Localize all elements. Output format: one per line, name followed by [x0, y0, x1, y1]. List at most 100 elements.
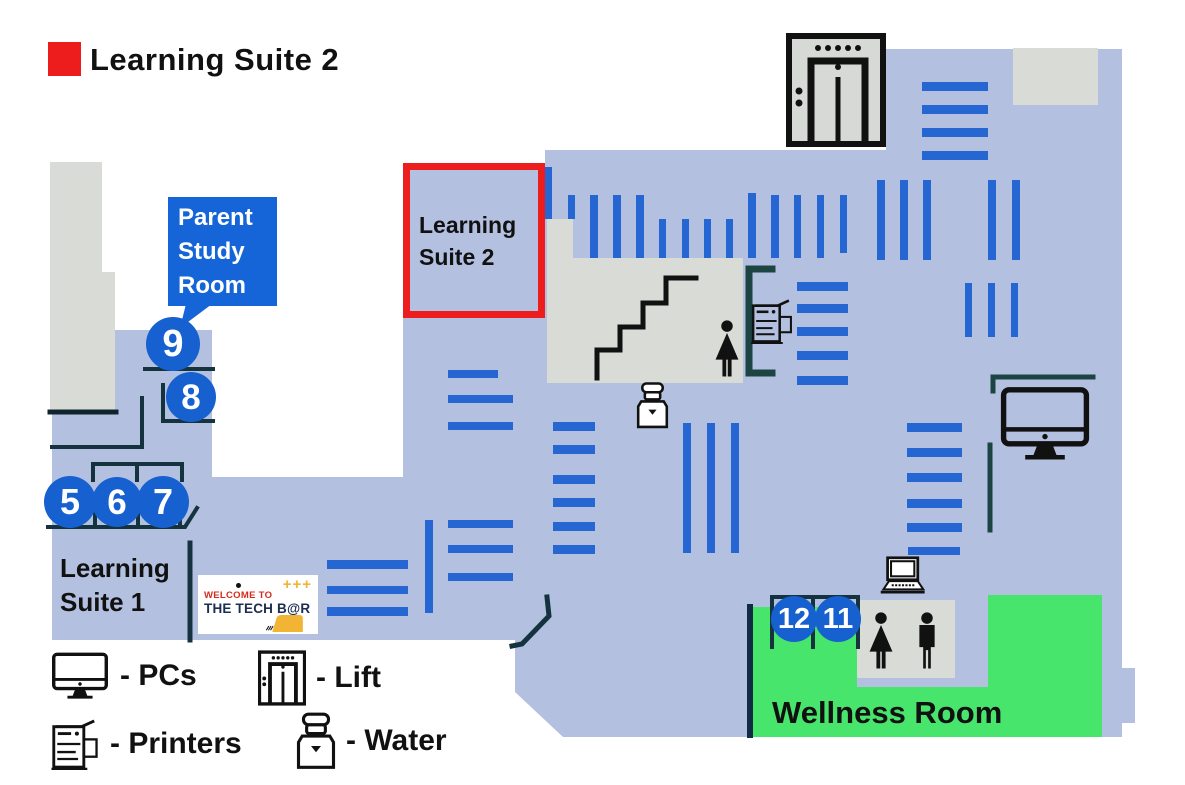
shelf-stripe — [922, 105, 988, 114]
shelf-stripe — [923, 180, 931, 260]
shelf-stripe — [448, 520, 513, 528]
room-marker-8: 8 — [166, 372, 216, 422]
shelf-stripe — [448, 422, 513, 430]
building-block — [50, 162, 102, 410]
room-marker-5: 5 — [44, 476, 96, 528]
shelf-stripe — [907, 448, 962, 457]
shelf-stripe — [1012, 180, 1020, 260]
techbar-dot — [236, 583, 241, 588]
room-marker-12: 12 — [771, 596, 817, 642]
shelf-stripe — [590, 195, 598, 258]
legend-label: - Printers — [110, 727, 242, 760]
shelf-stripe — [553, 422, 595, 431]
legend-label: - Water — [346, 724, 447, 757]
parent-study-room-callout: Parent Study Room — [168, 197, 277, 306]
shelf-stripe — [683, 423, 691, 553]
room-marker-7: 7 — [137, 476, 189, 528]
man-icon — [912, 612, 942, 670]
shelf-stripe — [659, 219, 666, 258]
page-title: Learning Suite 2 — [90, 42, 340, 77]
shelf-stripe — [704, 219, 711, 258]
shelf-stripe — [553, 545, 595, 554]
shelf-stripe — [907, 523, 962, 532]
shelf-stripe — [448, 370, 498, 378]
shelf-stripe — [988, 283, 995, 337]
shelf-stripe — [817, 195, 824, 258]
room-label: Learning — [60, 553, 170, 583]
shelf-stripe — [908, 547, 960, 555]
techbar-pluses: +++ — [282, 576, 312, 593]
legend-red-square — [48, 42, 81, 76]
shelf-stripe — [988, 180, 996, 260]
shelf-stripe — [613, 195, 621, 258]
techbar-welcome: WELCOME TO — [204, 590, 273, 601]
shelf-stripe — [922, 151, 988, 160]
room-label: Learning — [419, 211, 517, 238]
room-label: Room — [178, 271, 246, 299]
shelf-stripe — [1011, 283, 1018, 337]
shelf-stripe — [636, 195, 644, 258]
shelf-stripe — [544, 167, 552, 219]
legend-item-printers: - Printers — [48, 716, 242, 772]
learning-suite-2-highlight: Learning Suite 2 — [403, 163, 545, 318]
stairwell-area — [547, 219, 573, 383]
shelf-stripe — [965, 283, 972, 337]
shelf-stripe — [726, 219, 733, 258]
legend-label: - Lift — [316, 661, 381, 694]
toilet-area — [857, 600, 955, 678]
shelf-stripe — [327, 586, 408, 594]
shelf-stripe — [900, 180, 908, 260]
shelf-stripe — [797, 351, 848, 360]
shelf-stripe — [907, 423, 962, 432]
shelf-stripe — [425, 520, 433, 613]
legend-item-pcs: - PCs — [50, 652, 197, 700]
pc-icon — [1000, 386, 1090, 462]
shelf-stripe — [448, 395, 513, 403]
shelf-stripe — [553, 475, 595, 484]
learning-suite-1-label: Learning Suite 1 — [60, 551, 170, 619]
woman-icon — [710, 320, 744, 378]
shelf-stripe — [568, 195, 575, 219]
legend-item-lift: - Lift — [257, 650, 381, 706]
shelf-stripe — [922, 128, 988, 137]
pc-icon — [50, 652, 110, 700]
gray-room — [1013, 48, 1098, 105]
shelf-stripe — [553, 498, 595, 507]
shelf-stripe — [707, 423, 715, 553]
shelf-stripe — [448, 573, 513, 581]
shelf-stripe — [797, 327, 848, 336]
shelf-stripe — [922, 82, 988, 91]
techbar-hand-graphic — [265, 615, 303, 632]
shelf-stripe — [553, 445, 595, 454]
laptop-icon — [878, 556, 926, 598]
water-icon — [296, 712, 336, 770]
printer-icon — [48, 716, 100, 772]
room-marker-9: 9 — [146, 317, 200, 371]
shelf-stripe — [877, 180, 885, 260]
techbar-name: THE TECH B@R — [204, 601, 311, 616]
shelf-stripe — [327, 607, 408, 616]
woman-icon — [864, 612, 898, 670]
shelf-stripe — [553, 522, 595, 531]
shelf-stripe — [907, 499, 962, 508]
legend-item-water: - Water — [296, 712, 447, 770]
shelf-stripe — [731, 423, 739, 553]
lift-icon — [786, 33, 886, 147]
room-label: Suite 1 — [60, 587, 146, 617]
shelf-stripe — [907, 473, 962, 482]
room-marker-6: 6 — [92, 477, 142, 527]
shelf-stripe — [797, 282, 848, 291]
room-marker-11: 11 — [815, 596, 861, 642]
shelf-stripe — [448, 545, 513, 553]
water-icon — [636, 382, 669, 429]
shelf-stripe — [682, 219, 689, 258]
room-label: Study — [178, 237, 245, 265]
wellness-room-area — [750, 687, 1102, 737]
shelf-stripe — [794, 195, 801, 258]
lift-icon — [257, 650, 307, 706]
shelf-stripe — [748, 193, 756, 258]
shelf-stripe — [840, 195, 847, 253]
printer-icon — [748, 296, 794, 346]
tech-bar-sign: +++ WELCOME TO THE TECH B@R — [198, 575, 318, 634]
